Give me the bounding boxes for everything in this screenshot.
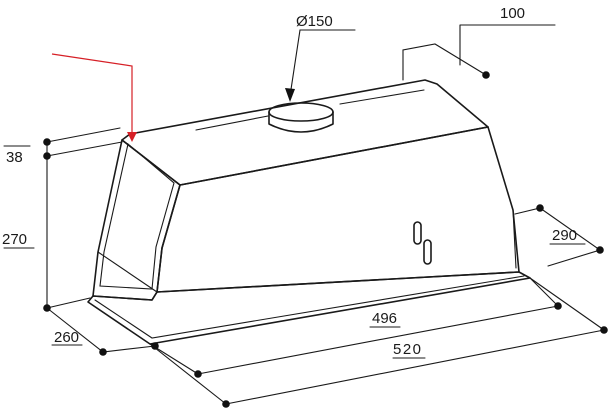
hood-left-side xyxy=(92,139,181,301)
dot-base-depth-right xyxy=(151,342,159,350)
label-inner-width: 496 xyxy=(372,310,397,327)
height-extension-bottom xyxy=(46,297,91,309)
duct-collar xyxy=(268,102,334,133)
hood-left-side-fold xyxy=(97,251,158,293)
duct-diameter-arrow xyxy=(285,88,295,102)
height-extension-top xyxy=(46,127,121,143)
switch-knob-lower xyxy=(423,239,432,265)
control-switch xyxy=(413,221,432,265)
dot-inner-width-right xyxy=(554,302,562,310)
inner-width-line xyxy=(149,277,559,375)
red-marker-leader xyxy=(51,53,133,134)
label-top-offset: 100 xyxy=(500,5,525,22)
switch-knob-upper xyxy=(413,221,422,245)
hood-left-side-inner xyxy=(99,142,175,290)
dot-height-mid xyxy=(43,152,51,160)
dot-height-top xyxy=(43,138,51,146)
label-top-height: 38 xyxy=(6,149,23,166)
hood-base-flange-inner xyxy=(94,275,525,339)
outer-width-line xyxy=(149,277,605,405)
hood-base-flange xyxy=(87,271,531,345)
duct-collar-sides xyxy=(268,111,334,133)
dimension-labels: Ø150 100 38 270 290 260 496 520 xyxy=(2,5,577,358)
dimension-dots xyxy=(43,71,608,408)
dot-outer-width-right xyxy=(600,326,608,334)
dot-base-depth-left xyxy=(99,348,107,356)
hood-body xyxy=(87,79,531,345)
dot-side-depth-top xyxy=(536,204,544,212)
label-base-depth: 260 xyxy=(54,329,79,346)
dot-inner-width-left xyxy=(194,370,202,378)
side-depth-line xyxy=(514,207,602,267)
hood-top-inner-edge xyxy=(195,89,425,131)
duct-collar-top-ellipse xyxy=(268,102,334,122)
dimension-lines xyxy=(3,24,605,405)
hood-right-edge xyxy=(512,209,517,269)
height-extension-mid xyxy=(46,141,123,157)
red-marker xyxy=(51,53,137,142)
duct-diameter-leader xyxy=(289,29,356,97)
label-outer-width: 520 xyxy=(393,341,423,358)
top-offset-leader xyxy=(402,24,556,81)
red-marker-arrowhead xyxy=(127,132,137,142)
hood-front-face xyxy=(156,126,520,293)
dot-outer-width-left xyxy=(222,400,230,408)
dot-top-offset xyxy=(482,71,490,79)
label-body-height: 270 xyxy=(2,231,27,248)
dot-side-depth-bottom xyxy=(596,246,604,254)
label-side-depth: 290 xyxy=(552,227,577,244)
label-duct-diameter: Ø150 xyxy=(296,13,333,30)
dot-height-bottom xyxy=(43,304,51,312)
